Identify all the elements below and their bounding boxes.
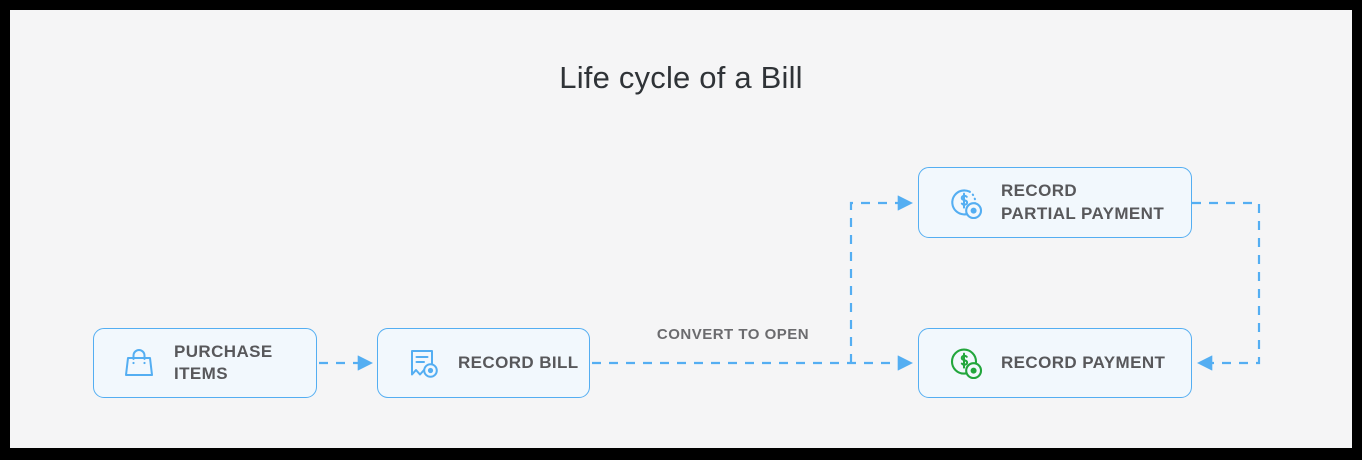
node-label: RECORD PAYMENT: [1001, 352, 1166, 372]
node-record-bill[interactable]: RECORD BILL: [377, 328, 590, 398]
node-label: RECORD BILL: [458, 352, 579, 372]
node-purchase-items[interactable]: PURCHASE ITEMS: [93, 328, 317, 398]
edge-bill-to-partial-payment: [849, 195, 914, 363]
node-record-payment[interactable]: RECORD PAYMENT: [918, 328, 1192, 398]
bill-receipt-icon: [404, 344, 442, 382]
partial-dollar-coin-icon: [945, 183, 985, 223]
node-label: RECORD PARTIAL PAYMENT: [1001, 181, 1165, 223]
node-label: PURCHASE ITEMS: [174, 341, 273, 383]
shopping-bag-icon: [120, 344, 158, 382]
diagram-canvas: Life cycle of a Bill CONVERT TO OPEN: [10, 10, 1352, 448]
edge-label-convert-to-open: CONVERT TO OPEN: [656, 326, 810, 343]
node-record-partial-payment[interactable]: RECORD PARTIAL PAYMENT: [918, 167, 1192, 238]
page-title: Life cycle of a Bill: [559, 60, 803, 95]
edge-partial-payment-to-payment: [1192, 201, 1261, 371]
dollar-coin-icon: [945, 343, 985, 383]
